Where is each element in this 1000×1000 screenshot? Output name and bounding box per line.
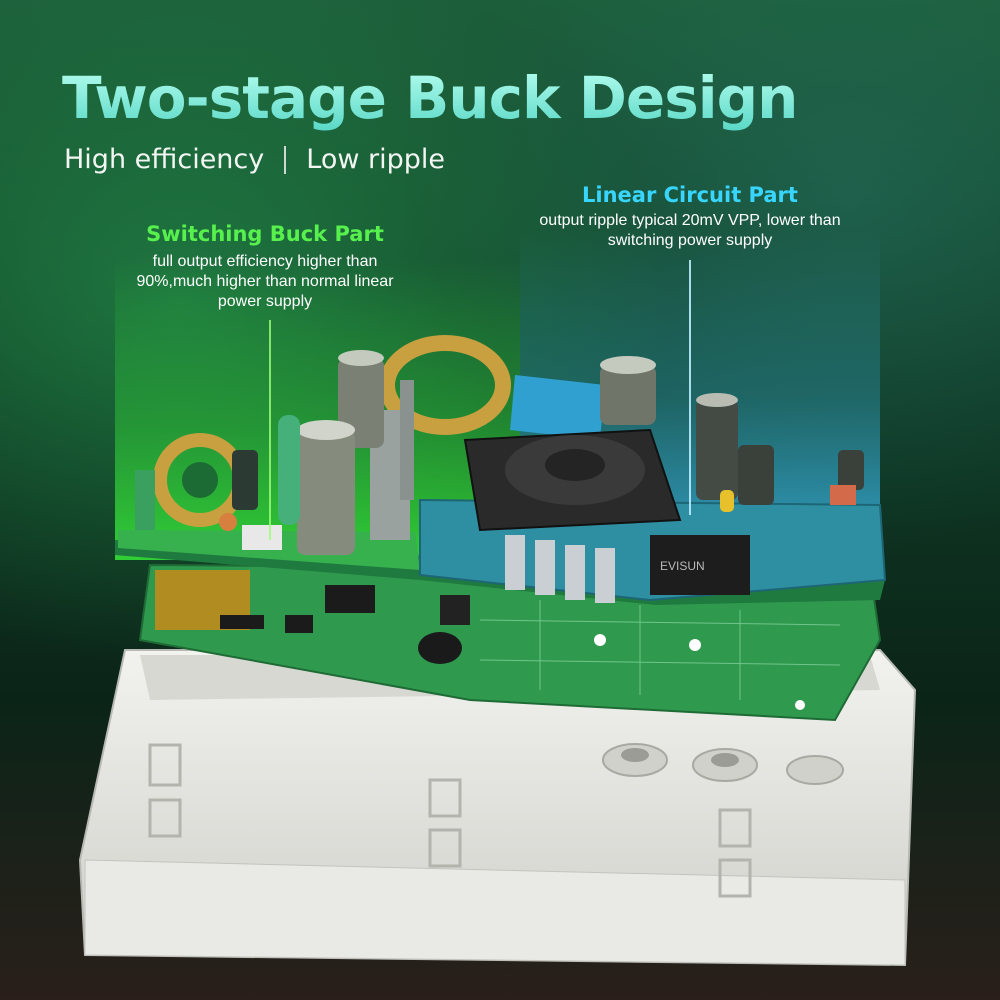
cooling-fan bbox=[463, 428, 682, 532]
toroid-inductor-large bbox=[379, 335, 511, 435]
switching-buck-heading: Switching Buck Part bbox=[146, 222, 384, 246]
accent-lines bbox=[269, 260, 691, 540]
ic-module: EVISUN bbox=[650, 535, 750, 595]
power-pcb: EVISUN bbox=[115, 335, 887, 605]
green-resistor bbox=[278, 415, 300, 525]
relay bbox=[510, 375, 605, 440]
switching-buck-description: full output efficiency higher than 90%,m… bbox=[136, 253, 394, 310]
linear-circuit-callout: Linear Circuit Part output ripple typica… bbox=[520, 183, 860, 251]
relay-brand-marking: EVISUN bbox=[660, 559, 705, 573]
switching-buck-callout: Switching Buck Part full output efficien… bbox=[120, 222, 410, 312]
electrolytic-capacitors bbox=[232, 350, 384, 555]
subtitle-divider bbox=[284, 145, 287, 174]
linear-circuit-heading: Linear Circuit Part bbox=[582, 183, 798, 207]
linear-circuit-description: output ripple typical 20mV VPP, lower th… bbox=[539, 212, 841, 249]
subtitle-efficiency: High efficiency bbox=[64, 144, 265, 175]
linear-capacitors bbox=[600, 356, 864, 505]
subtitle: High efficiency Low ripple bbox=[64, 144, 445, 175]
screw-posts bbox=[602, 743, 844, 785]
subtitle-ripple: Low ripple bbox=[306, 144, 445, 175]
page-title: Two-stage Buck Design bbox=[62, 64, 798, 132]
fan-heatsink bbox=[505, 535, 615, 603]
